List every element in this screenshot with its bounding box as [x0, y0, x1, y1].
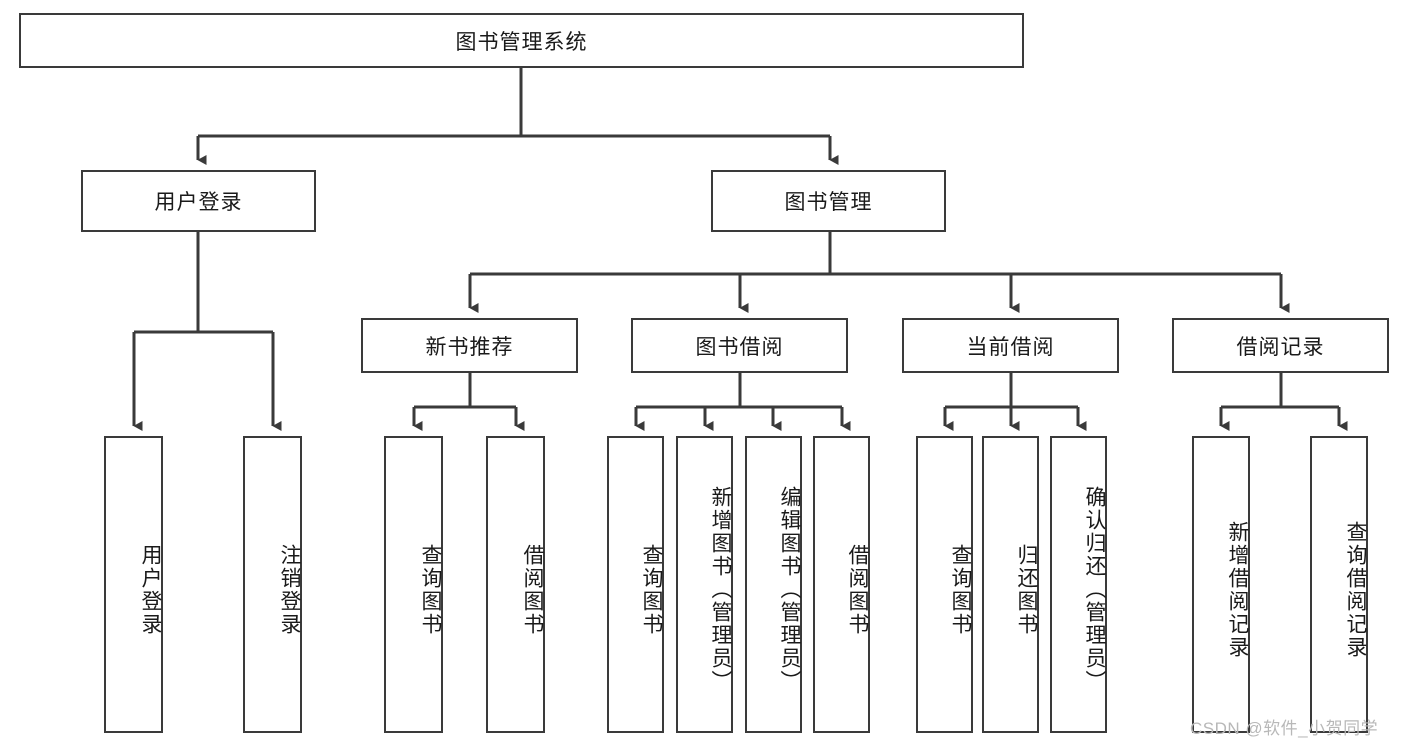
leaf-query-book-borrow[interactable]: 查询图书	[607, 436, 664, 733]
node-book-borrow-label: 图书借阅	[695, 335, 784, 359]
leaf-confirm-return-admin[interactable]: 确认归还（管理员）	[1050, 436, 1107, 733]
leaf-logout-label: 注销登录	[278, 543, 301, 636]
node-borrow-record-label: 借阅记录	[1236, 335, 1325, 359]
node-book-management-label: 图书管理	[784, 191, 873, 214]
node-new-book-recommend-label: 新书推荐	[425, 335, 514, 359]
leaf-borrow-book-label: 借阅图书	[846, 543, 869, 636]
node-borrow-record[interactable]: 借阅记录	[1172, 318, 1389, 373]
leaf-add-book-admin[interactable]: 新增图书（管理员）	[676, 436, 733, 733]
leaf-edit-book-admin[interactable]: 编辑图书（管理员）	[745, 436, 802, 733]
leaf-query-book-current[interactable]: 查询图书	[916, 436, 973, 733]
leaf-add-book-admin-label: 新增图书（管理员）	[709, 486, 732, 693]
leaf-query-borrow-record[interactable]: 查询借阅记录	[1310, 436, 1368, 733]
node-book-borrow[interactable]: 图书借阅	[631, 318, 848, 373]
leaf-user-login[interactable]: 用户登录	[104, 436, 163, 733]
leaf-borrow-book[interactable]: 借阅图书	[813, 436, 870, 733]
leaf-add-borrow-record[interactable]: 新增借阅记录	[1192, 436, 1250, 733]
leaf-confirm-return-admin-label: 确认归还（管理员）	[1083, 486, 1106, 693]
node-new-book-recommend[interactable]: 新书推荐	[361, 318, 578, 373]
node-root-label: 图书管理系统	[455, 30, 588, 54]
leaf-return-book-label: 归还图书	[1015, 543, 1038, 636]
node-current-borrow[interactable]: 当前借阅	[902, 318, 1119, 373]
leaf-user-login-label: 用户登录	[139, 543, 162, 636]
watermark: CSDN @软件_小贺同学	[1190, 719, 1379, 738]
leaf-borrow-book-recommend-label: 借阅图书	[521, 543, 544, 636]
node-book-management[interactable]: 图书管理	[711, 170, 946, 232]
node-user-login-label: 用户登录	[154, 191, 243, 214]
leaf-query-book-recommend-label: 查询图书	[419, 543, 442, 636]
leaf-query-borrow-record-label: 查询借阅记录	[1344, 520, 1367, 659]
leaf-return-book[interactable]: 归还图书	[982, 436, 1039, 733]
node-user-login[interactable]: 用户登录	[81, 170, 316, 232]
leaf-query-book-borrow-label: 查询图书	[640, 543, 663, 636]
node-root[interactable]: 图书管理系统	[19, 13, 1024, 68]
leaf-edit-book-admin-label: 编辑图书（管理员）	[778, 486, 801, 693]
leaf-query-book-recommend[interactable]: 查询图书	[384, 436, 443, 733]
node-current-borrow-label: 当前借阅	[966, 335, 1055, 359]
leaf-query-book-current-label: 查询图书	[949, 543, 972, 636]
leaf-add-borrow-record-label: 新增借阅记录	[1226, 520, 1249, 659]
leaf-borrow-book-recommend[interactable]: 借阅图书	[486, 436, 545, 733]
leaf-logout[interactable]: 注销登录	[243, 436, 302, 733]
